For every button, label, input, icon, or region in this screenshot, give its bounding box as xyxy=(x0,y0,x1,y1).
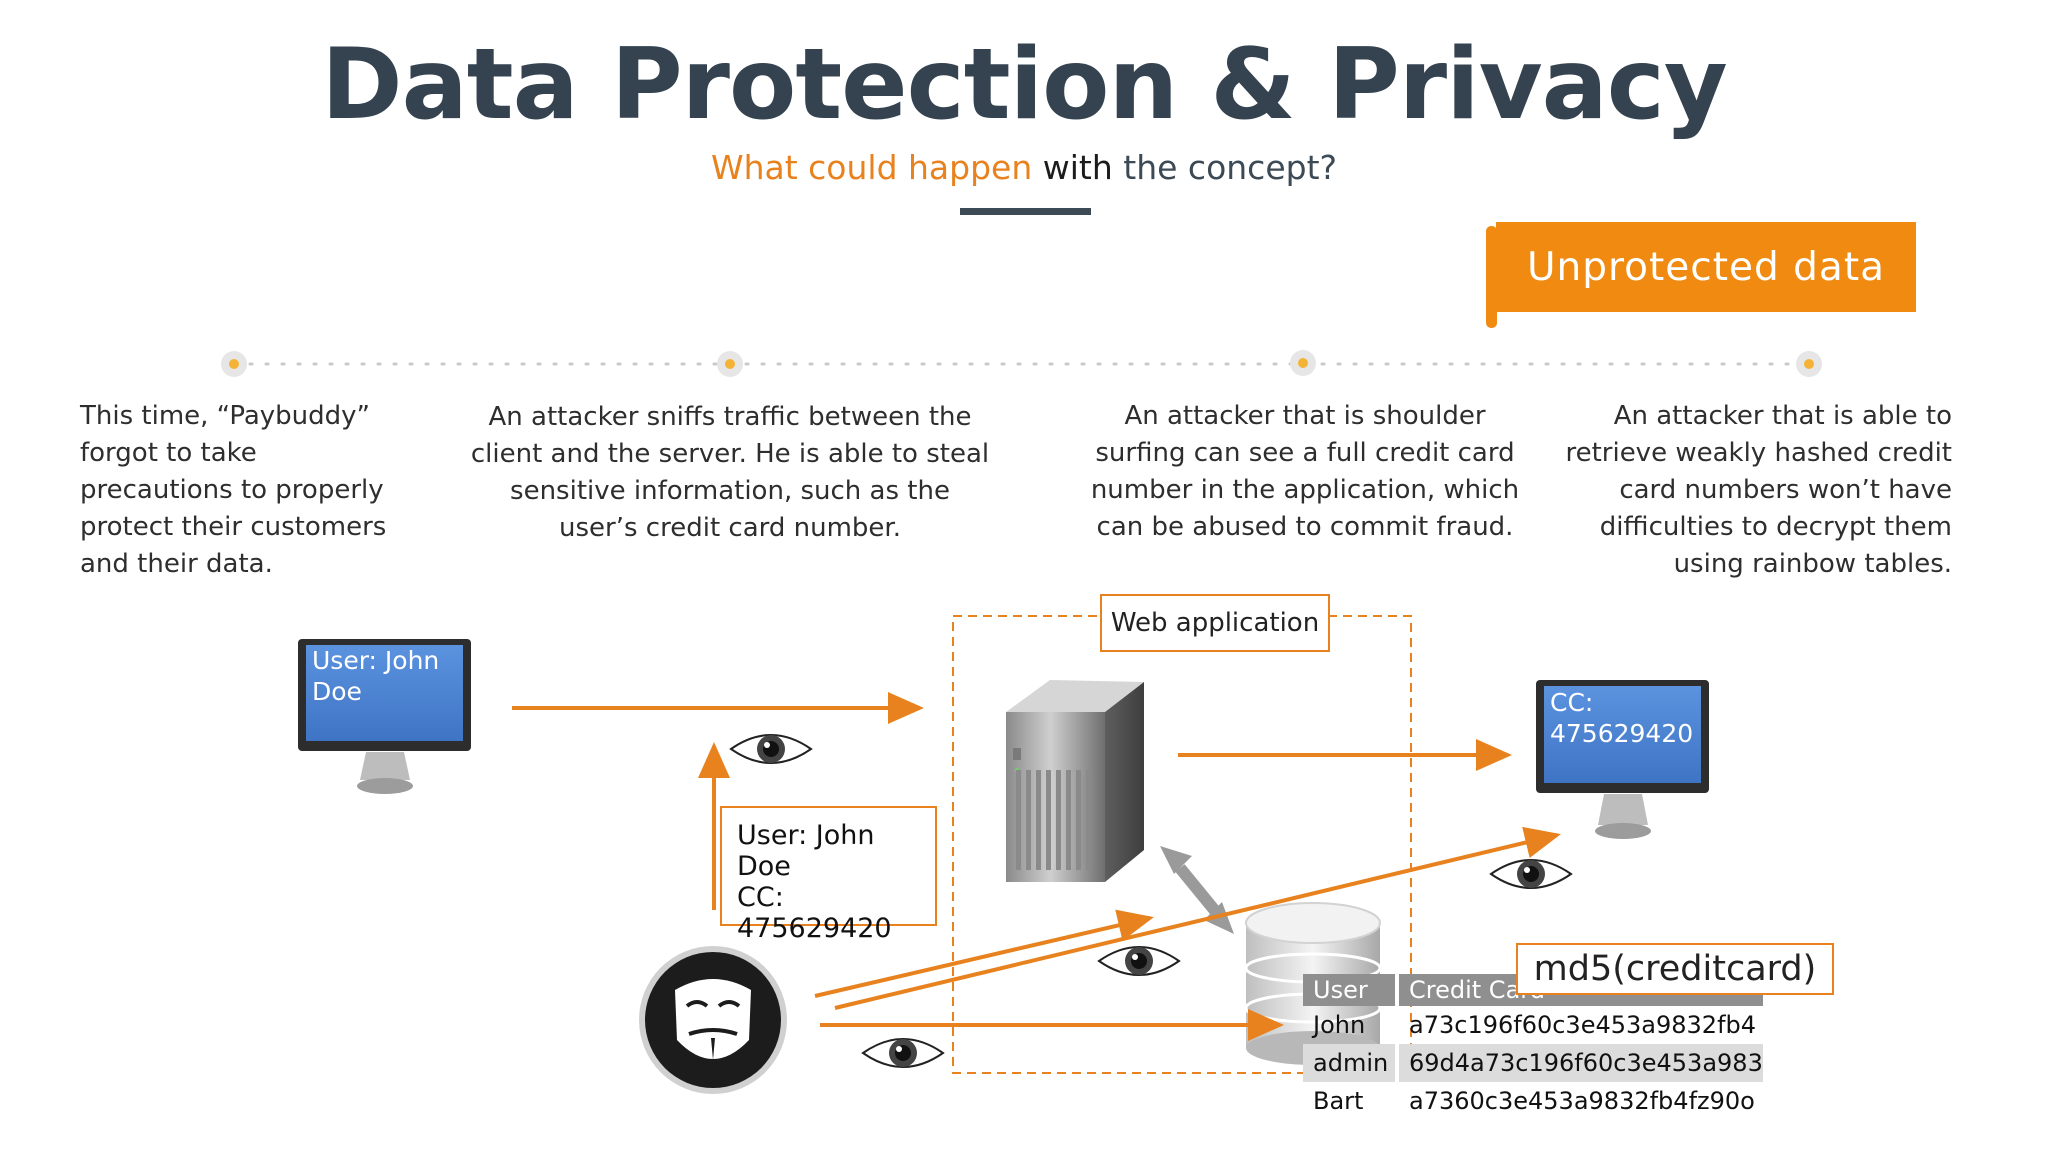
server-icon xyxy=(1006,680,1144,882)
data-flow-arrows xyxy=(512,692,1561,1041)
timeline-node-4 xyxy=(1796,351,1822,377)
table-cell-user: John xyxy=(1303,1006,1399,1044)
table-cell-hash: a7360c3e453a9832fb4fz90o xyxy=(1397,1082,1767,1120)
hash-function-label: md5(creditcard) xyxy=(1516,943,1834,995)
subtitle-middle: with xyxy=(1042,148,1113,187)
title-underline xyxy=(960,208,1091,215)
intercepted-packet-box: User: John Doe CC: 475629420 xyxy=(720,806,937,944)
table-header-user: User xyxy=(1303,974,1399,1006)
page-subtitle: What could happen with the concept? xyxy=(0,148,2048,187)
attacker-to-monitor-arrow xyxy=(834,826,1561,1010)
timeline-node-2 xyxy=(717,351,743,377)
subtitle-highlight: What could happen xyxy=(710,148,1033,187)
subtitle-rest: the concept? xyxy=(1123,148,1338,187)
web-application-label: Web application xyxy=(1100,594,1330,652)
eye-icon xyxy=(729,734,813,764)
banner-pole xyxy=(1486,226,1497,328)
table-row: admin 69d4a73c196f60c3e453a983 xyxy=(1303,1044,1767,1082)
attacker-to-server-arrow xyxy=(814,909,1154,998)
unprotected-data-banner: Unprotected data xyxy=(1496,222,1916,312)
step-1-text: This time, “Paybuddy” forgot to take pre… xyxy=(80,401,387,579)
victim-screen-text: CC: 475629420 xyxy=(1550,688,1694,748)
timeline-node-1 xyxy=(221,351,247,377)
victim-monitor-icon xyxy=(1536,680,1709,839)
packet-cc-value: 475629420 xyxy=(737,913,892,944)
client-monitor-icon xyxy=(298,639,471,794)
eye-icon xyxy=(1489,859,1573,889)
client-screen-text: User: John Doe xyxy=(312,646,440,706)
timeline xyxy=(221,350,1822,377)
step-2-text: An attacker sniffs traffic between the c… xyxy=(470,402,990,543)
table-cell-user: Bart xyxy=(1303,1082,1399,1120)
credit-card-table: User Credit Card John a73c196f60c3e453a9… xyxy=(1303,974,1767,1120)
timeline-node-3 xyxy=(1290,350,1316,376)
table-cell-hash: a73c196f60c3e453a9832fb4 xyxy=(1397,1006,1767,1044)
eye-icon xyxy=(1097,946,1181,976)
page-title: Data Protection & Privacy xyxy=(321,28,1727,142)
step-4-text: An attacker that is able to retrieve wea… xyxy=(1565,401,1952,579)
packet-cc-label: CC: xyxy=(737,882,784,913)
packet-user-line: User: John Doe xyxy=(737,820,875,882)
table-cell-user: admin xyxy=(1303,1044,1399,1082)
table-cell-hash: 69d4a73c196f60c3e453a983 xyxy=(1397,1044,1767,1082)
attacker-mask-icon xyxy=(639,946,787,1094)
eye-icon xyxy=(861,1038,945,1068)
table-row: John a73c196f60c3e453a9832fb4 xyxy=(1303,1006,1767,1044)
table-row: Bart a7360c3e453a9832fb4fz90o xyxy=(1303,1082,1767,1120)
step-3-text: An attacker that is shoulder surfing can… xyxy=(1090,401,1520,542)
